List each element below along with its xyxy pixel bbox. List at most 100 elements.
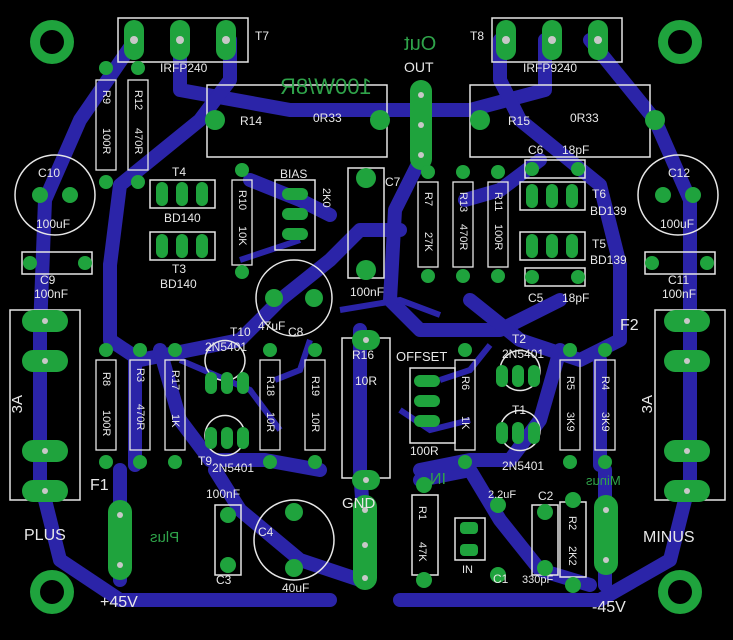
label-t1: T1 xyxy=(512,403,527,417)
label-f1-value: 3A xyxy=(9,395,26,414)
label-c5: C5 xyxy=(528,291,544,305)
label-t8: T8 xyxy=(470,29,485,43)
label-gnd: GND xyxy=(342,495,376,512)
label-f2-value: 3A xyxy=(639,395,656,414)
label-c1-value: 2.2uF xyxy=(488,489,517,501)
label-r16-value: 10R xyxy=(355,374,378,388)
label-minus: MINUS xyxy=(643,529,695,546)
label-r7: R7 xyxy=(422,192,434,207)
label-r15-value: 0R33 xyxy=(570,111,599,125)
label-r18-value: 10R xyxy=(264,412,276,433)
label-c1: C1 xyxy=(493,572,509,586)
label-t10: T10 xyxy=(230,325,251,339)
label-title-mirrored: 100W/8R xyxy=(280,74,372,99)
label-r2-value: 2K2 xyxy=(566,546,578,566)
label-f2: F2 xyxy=(620,317,639,334)
label-c10: C10 xyxy=(38,166,61,180)
label-r12-value: 470R xyxy=(132,128,144,155)
label-c7-value: 100nF xyxy=(350,285,385,299)
label-c11-value: 100nF xyxy=(662,287,697,301)
label-r4: R4 xyxy=(599,376,611,391)
label-c7: C7 xyxy=(385,175,401,189)
label-r5: R5 xyxy=(564,376,576,391)
label-c12-value: 100uF xyxy=(660,217,695,231)
label-minus-45v: -45V xyxy=(592,599,626,616)
label-t3-part: BD140 xyxy=(160,277,197,291)
label-r17-value: 1K xyxy=(169,414,181,428)
label-t3: T3 xyxy=(172,262,187,276)
label-c9: C9 xyxy=(40,273,56,287)
label-r8: R8 xyxy=(100,372,112,387)
label-r2: R2 xyxy=(566,516,578,531)
label-bias: BIAS xyxy=(280,167,308,181)
label-in: IN xyxy=(462,564,473,576)
label-irfp9240: IRFP9240 xyxy=(523,61,578,75)
label-plus-45v: +45V xyxy=(100,594,138,611)
label-r1-value: 47K xyxy=(416,542,428,562)
label-r11: R11 xyxy=(492,192,504,212)
label-c2: C2 xyxy=(538,489,554,503)
label-t5: T5 xyxy=(592,237,607,251)
label-t6: T6 xyxy=(592,187,607,201)
label-r6: R6 xyxy=(459,376,471,391)
label-out: OUT xyxy=(404,59,434,75)
label-c4-value: 40uF xyxy=(282,581,310,595)
label-c12: C12 xyxy=(668,166,691,180)
label-r11-value: 100R xyxy=(492,224,504,251)
label-r19-value: 10R xyxy=(309,412,321,433)
label-c11: C11 xyxy=(668,273,690,287)
label-t5-part: BD139 xyxy=(590,253,627,267)
label-offset: OFFSET xyxy=(396,349,448,364)
label-r1: R1 xyxy=(416,506,428,521)
label-r8-value: 100R xyxy=(100,410,112,437)
label-t2: T2 xyxy=(512,332,527,346)
label-r16: R16 xyxy=(352,348,375,362)
label-plus-mirrored: Plus xyxy=(150,529,180,546)
label-r18: R18 xyxy=(264,376,276,397)
label-r10: R10 xyxy=(236,190,248,211)
label-t1-part: 2N5401 xyxy=(502,459,545,473)
label-r4-value: 3K9 xyxy=(599,412,611,432)
label-t4: T4 xyxy=(172,165,187,179)
label-t4-part: BD140 xyxy=(164,211,201,225)
label-r13-value: 470R xyxy=(457,224,469,251)
label-r13: R13 xyxy=(457,192,469,213)
label-offset-value: 100R xyxy=(410,444,439,458)
label-in-mirrored: IN xyxy=(430,471,446,488)
label-r14-value: 0R33 xyxy=(313,111,342,125)
drill-holes xyxy=(42,36,690,581)
label-r14: R14 xyxy=(240,114,263,128)
label-plus: PLUS xyxy=(24,527,66,544)
label-t2-part: 2N5401 xyxy=(502,347,545,361)
label-r5-value: 3K9 xyxy=(564,412,576,432)
label-irfp240: IRFP240 xyxy=(160,61,208,75)
label-bias-value: 2K0 xyxy=(320,188,332,208)
label-c3-value: 100nF xyxy=(206,487,241,501)
label-t7: T7 xyxy=(255,29,270,43)
label-t6-part: BD139 xyxy=(590,204,627,218)
label-r17: R17 xyxy=(169,370,181,391)
label-t10-part: 2N5401 xyxy=(205,340,248,354)
label-c5-value: 18pF xyxy=(562,291,590,305)
label-r3-value: 470R xyxy=(134,404,146,431)
label-c6: C6 xyxy=(528,143,544,157)
label-c10-value: 100uF xyxy=(36,217,71,231)
label-r9: R9 xyxy=(100,90,112,105)
label-c8-value: 47uF xyxy=(258,319,286,333)
label-c6-value: 18pF xyxy=(562,143,590,157)
label-c8: C8 xyxy=(288,325,304,339)
label-t9-part: 2N5401 xyxy=(212,461,255,475)
label-c4: C4 xyxy=(258,525,274,539)
label-c9-value: 100nF xyxy=(34,287,69,301)
label-r15: R15 xyxy=(508,114,531,128)
label-r6-value: 1K xyxy=(459,416,471,430)
label-out-mirrored: Out xyxy=(404,33,437,55)
label-c3: C3 xyxy=(216,573,232,587)
label-r10-value: 10K xyxy=(236,226,248,246)
label-f1: F1 xyxy=(90,477,109,494)
label-r9-value: 100R xyxy=(100,128,112,155)
label-minus-mirrored: Minus xyxy=(586,473,621,488)
label-t9: T9 xyxy=(198,454,213,468)
